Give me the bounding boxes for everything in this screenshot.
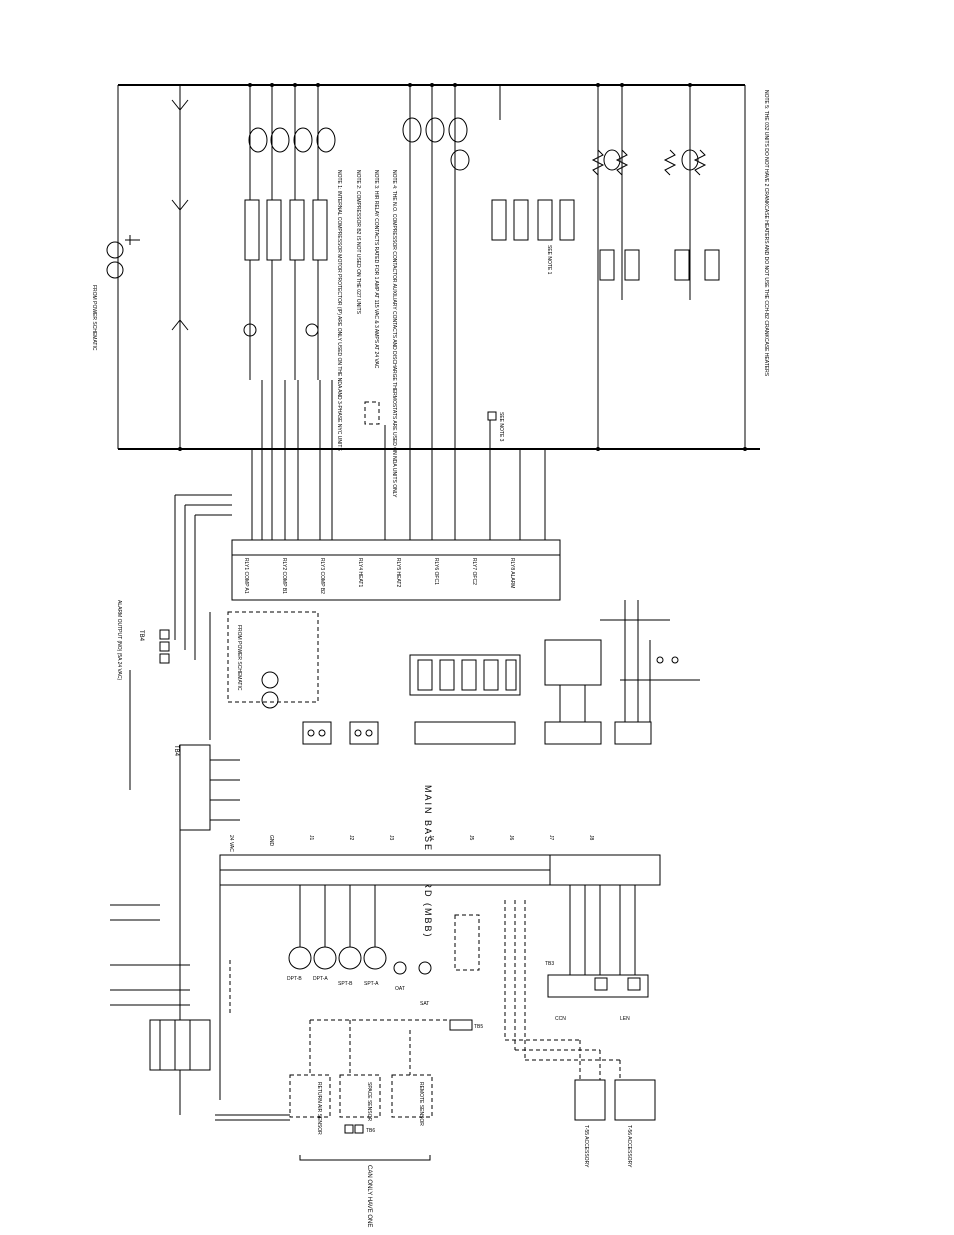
relay-label: RLY6 OFC1 [433,558,439,585]
compressor-column-2 [266,85,290,380]
space-sensor-label: SPACE SENSOR [366,1082,372,1121]
power-section [106,83,760,451]
relay-label: RLY1 COMP A1 [243,558,249,594]
len-label: LEN [620,1016,630,1022]
tb5-label: TB5 [474,1024,483,1030]
power-notes: FROM POWER SCHEMATIC NOTE 1: INTERNAL CO… [91,90,769,498]
transformer-mid: FROM POWER SCHEMATIC [209,611,319,740]
return-air-sensor-box [289,1074,331,1118]
relay-label: RLY8 ALARM [509,558,515,588]
tb4-top-label: TB4 [138,630,144,642]
spt-b-sensor [338,946,362,970]
relay-output-strip [231,539,561,601]
relay-module [409,654,521,745]
dpt-b-label: DPT-B [287,976,302,982]
tb5-and-accessories: TB5 T-55 ACCESSORY T-56 ACCESSORY [449,900,656,1168]
input-label: J4 [428,835,434,841]
can-only-have-one-label: CAN ONLY HAVE ONE [366,1165,372,1227]
input-label: J6 [508,835,514,841]
note-5: NOTE 5: THE 032 UNITS DO NOT HAVE 2 CRAN… [763,90,769,377]
compressor-column-4 [312,85,336,380]
oat-label: OAT [395,986,405,992]
network-connectors: CCN LEN TB3 [545,854,661,1022]
dpt-b-sensor [288,946,312,970]
input-label-group: 24 VAC GND J1 J2 J3 J4 J5 J6 J7 J8 [228,835,594,852]
alarm-output-label: ALARM OUTPUT (NO) (5A 24 VAC) [116,600,122,680]
accessory-a-label: T-55 ACCESSORY [583,1125,589,1168]
input-label: J8 [588,835,594,841]
input-label: J5 [468,835,474,841]
note-3: NOTE 3: HIR RELAY CONTACTS RATED FOR 1 A… [373,170,379,369]
input-label: J2 [348,835,354,841]
compressor-column-3 [289,85,319,380]
remote-sensor-box [391,1074,433,1118]
small-connectors [302,721,379,745]
sat-label: SAT [420,1001,429,1007]
note-4: NOTE 4: THE N.O. COMPRESSOR CONTACTOR AU… [391,170,397,498]
dpt-a-sensor [313,946,337,970]
from-power-schematic-mid: FROM POWER SCHEMATIC [236,625,242,691]
spt-b-label: SPT-B [338,981,353,987]
relay-label: RLY2 COMP B1 [281,558,287,594]
relay-wires [174,300,546,660]
remote-sensor-label: REMOTE SENSOR [418,1082,424,1126]
tb4-label: TB4 [173,745,179,757]
crankcase-heaters [591,85,746,449]
input-label: J1 [308,835,314,841]
compressor-column-1 [243,85,268,380]
tb6-label: TB6 [366,1128,375,1134]
left-legend [110,904,231,1071]
relay-label: RLY4 HEAT1 [357,558,363,587]
relay-label-group: RLY1 COMP A1 RLY2 COMP B1 RLY3 COMP B2 RLY4… [243,558,515,594]
fan-motor-group [402,85,470,300]
note-1: NOTE 1: INTERNAL COMPRESSOR MOTOR PROTEC… [336,170,342,451]
tb4-terminal-strip: TB4 [173,744,240,831]
ofc-relays [491,199,575,241]
can-only-have-one: CAN ONLY HAVE ONE [299,1155,431,1227]
input-label: J3 [388,835,394,841]
note-2: NOTE 2: COMPRESSOR B2 IS NOT USED ON THE… [355,170,361,315]
input-label: J7 [548,835,554,841]
return-air-sensor-label: RETURN AIR SENSOR [316,1082,322,1135]
relay-label: RLY3 COMP B2 [319,558,325,594]
spt-a-label: SPT-A [364,981,379,987]
controller-module [544,639,602,745]
input-label: 24 VAC [228,835,234,852]
see-note-1: SEE NOTE 1 [546,245,552,275]
tb3-label: TB3 [545,961,554,967]
temperature-sensors: DPT-B DPT-A SPT-B SPT-A OAT SAT [287,885,480,1007]
right-switches [600,600,700,745]
dpt-a-label: DPT-A [313,976,328,982]
space-sensor-box [339,1074,381,1118]
input-label: GND [268,835,274,847]
room-sensors: RETURN AIR SENSOR SPACE SENSOR REMOTE SE… [215,1019,450,1135]
accessory-b-label: T-56 ACCESSORY [626,1125,632,1168]
relay-label: RLY5 HEAT2 [395,558,401,587]
spt-a-sensor [363,946,387,970]
from-power-schematic-top: FROM POWER SCHEMATIC [91,285,97,351]
alarm-output: TB4 ALARM OUTPUT (NO) (5A 24 VAC) [116,600,170,790]
see-note-3: SEE NOTE 3 [498,412,504,442]
ccn-label: CCN [555,1016,566,1022]
relay-label: RLY7 OFC2 [471,558,477,585]
